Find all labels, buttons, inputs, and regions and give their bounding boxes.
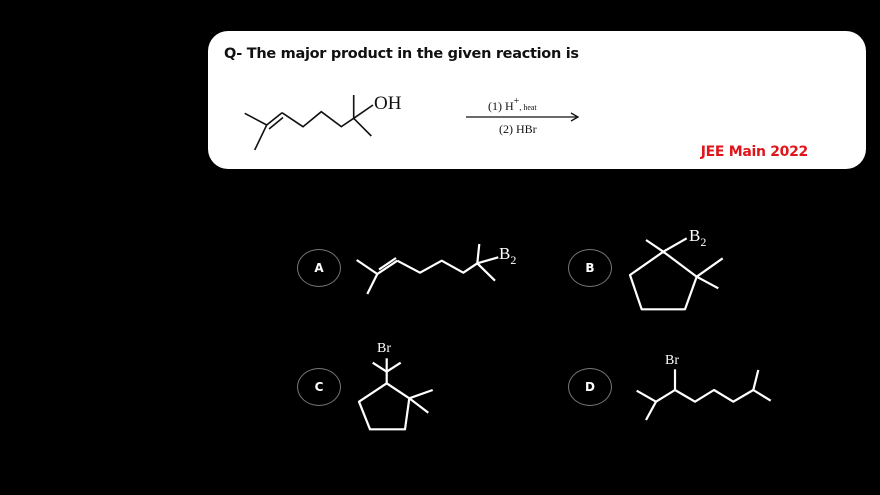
option-d-button[interactable]: D [568, 368, 612, 406]
reactant-oh-label: OH [374, 93, 402, 114]
option-a-button[interactable]: A [297, 249, 341, 287]
option-c-button[interactable]: C [297, 368, 341, 406]
reagent-2: (2) HBr [499, 122, 537, 136]
option-c-structure [357, 358, 434, 431]
exam-tag: JEE Main 2022 [700, 144, 809, 160]
option-d-structure [636, 369, 772, 421]
option-c-group: Br [377, 341, 391, 356]
option-b-group: B2 [689, 226, 706, 249]
reagent-1: (1) H+, heat [488, 96, 537, 113]
option-b-button[interactable]: B [568, 249, 612, 287]
reaction-arrow [466, 112, 580, 122]
question-card: Q- The major product in the given reacti… [208, 31, 866, 169]
option-a-structure [356, 243, 499, 295]
reactant-structure [244, 95, 374, 151]
option-b-structure [628, 237, 724, 311]
option-a-group: B2 [499, 244, 516, 267]
option-d-group: Br [665, 353, 679, 368]
question-text: Q- The major product in the given reacti… [224, 46, 579, 62]
